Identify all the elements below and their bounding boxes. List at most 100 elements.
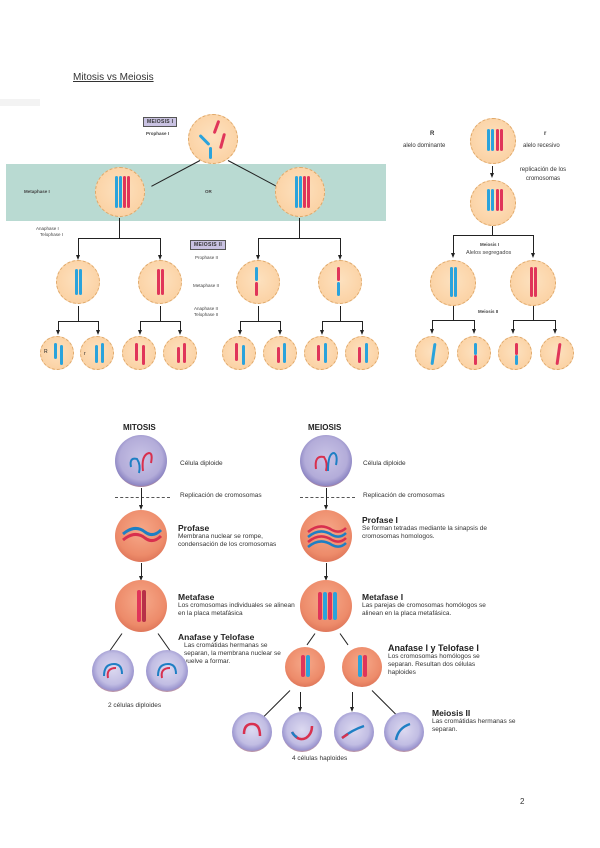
chromosome bbox=[255, 267, 258, 281]
arrow-down-icon bbox=[96, 330, 100, 335]
chromosome bbox=[317, 345, 320, 361]
meiosis-header: MEIOSIS bbox=[308, 423, 342, 432]
bracket-leg bbox=[58, 321, 59, 331]
gamete-cell bbox=[415, 336, 449, 370]
arrow-down-icon bbox=[430, 329, 434, 334]
chromosome bbox=[127, 176, 130, 208]
mitosis-diploid-label: Célula diploide bbox=[180, 460, 223, 467]
chromosome bbox=[430, 342, 437, 366]
chromosome bbox=[358, 347, 361, 363]
bracket-leg bbox=[340, 238, 341, 256]
arrow-line bbox=[492, 166, 493, 174]
chromosome bbox=[337, 267, 340, 281]
allele-r-dominant-symbol: R bbox=[430, 131, 435, 137]
chromosome-strands bbox=[314, 451, 338, 472]
haploid-gamete-cell bbox=[282, 712, 322, 752]
chromosome bbox=[487, 189, 490, 211]
recessive-allele-label: alelo recesivo bbox=[523, 143, 560, 149]
bracket-stem bbox=[258, 306, 259, 321]
arrow-down-icon bbox=[139, 576, 143, 581]
chromosome bbox=[198, 133, 211, 147]
chromosome bbox=[295, 176, 298, 208]
chromosome bbox=[363, 655, 367, 677]
step-description: Membrana nuclear se rompe, condensación … bbox=[178, 533, 277, 548]
arrow-down-icon bbox=[531, 253, 535, 258]
chromosome-strands bbox=[122, 527, 163, 543]
meiosis-i-label: Meiosis I bbox=[480, 242, 500, 247]
chromosome bbox=[487, 129, 490, 151]
chromosome bbox=[142, 590, 146, 622]
anaphase-ii-label: Anaphase II bbox=[194, 306, 219, 311]
step-title: Metafase I bbox=[362, 592, 404, 602]
bracket-bar bbox=[258, 238, 340, 239]
replication-label: replicación de los cromosomas bbox=[519, 167, 567, 182]
step-description: Se forman tetradas mediante la sinapsis … bbox=[362, 525, 488, 540]
allele-label: R bbox=[44, 349, 48, 355]
replicated-cell bbox=[470, 180, 516, 226]
gamete-cell bbox=[222, 336, 256, 370]
bracket-stem bbox=[340, 306, 341, 321]
meiosis-metaphase-i-cell bbox=[300, 580, 352, 632]
arrow-down-icon bbox=[278, 330, 282, 335]
chromosome bbox=[365, 343, 368, 363]
arrow-line bbox=[141, 563, 142, 577]
arrow-down-icon bbox=[324, 576, 328, 581]
anaphase-i-label: Anaphase I bbox=[36, 226, 59, 231]
chromosome bbox=[75, 269, 78, 295]
bracket-leg bbox=[140, 321, 141, 331]
bracket-leg bbox=[180, 321, 181, 331]
bracket-leg bbox=[362, 321, 363, 331]
mitosis-daughter-cell bbox=[146, 650, 188, 692]
bracket-bar bbox=[58, 321, 99, 322]
chromosome bbox=[491, 189, 494, 211]
chromosome bbox=[177, 347, 180, 363]
prophase-i-label: Prophase I bbox=[146, 131, 170, 136]
bracket-bar bbox=[432, 320, 474, 321]
gamete-cell bbox=[540, 336, 574, 370]
meiosis-haploid-cell bbox=[285, 647, 325, 687]
meiosis-metaphase-i-text: Metafase I Las parejas de cromosomas hom… bbox=[362, 592, 507, 618]
metaphase-i-cell-left bbox=[95, 167, 145, 217]
arrow-down-icon bbox=[490, 173, 494, 178]
chromosome bbox=[496, 129, 499, 151]
meiosis-replication-label: Replicación de cromosomas bbox=[363, 492, 445, 499]
mitosis-prophase-text: Profase Membrana nuclear se rompe, conde… bbox=[178, 523, 303, 549]
chromosome bbox=[450, 267, 453, 297]
telophase-ii-label: Telophase II bbox=[194, 312, 219, 317]
chromosome bbox=[328, 592, 332, 620]
chromosome bbox=[318, 592, 322, 620]
chromosome bbox=[115, 176, 118, 208]
chromosome bbox=[358, 655, 362, 677]
chromosome bbox=[530, 267, 533, 297]
haploid-gamete-cell bbox=[232, 712, 272, 752]
arrow-down-icon bbox=[238, 330, 242, 335]
chromosome bbox=[60, 345, 63, 365]
metaphase-ii-label: Metaphase II bbox=[193, 283, 220, 288]
chromosome bbox=[142, 345, 145, 365]
meiosis-i-tag: MEIOSIS I bbox=[143, 117, 178, 127]
chromosome bbox=[454, 267, 457, 297]
chromosome-strands bbox=[157, 662, 177, 679]
step-description: Las cromátidas hermanas se separan, la m… bbox=[184, 642, 281, 665]
chromosome-strands bbox=[394, 722, 411, 741]
bracket-stem bbox=[299, 218, 300, 238]
chromosome bbox=[183, 343, 186, 363]
prophase-i-cell bbox=[188, 114, 238, 164]
haploid-gamete-cell bbox=[334, 712, 374, 752]
meiosis-ii-text: Meiosis II Las cromátidas hermanas se se… bbox=[432, 708, 527, 734]
bracket-leg bbox=[240, 321, 241, 331]
arrow-down-icon bbox=[76, 255, 80, 260]
dominant-allele-label: alelo dominante bbox=[403, 143, 446, 149]
gamete-cell: r bbox=[80, 336, 114, 370]
arrow-down-icon bbox=[256, 255, 260, 260]
chromosome bbox=[474, 343, 477, 355]
mitosis-prophase-cell bbox=[115, 510, 167, 562]
arrow-line bbox=[306, 633, 316, 646]
prophase-ii-label: Prophase II bbox=[195, 255, 219, 260]
meiosis-diploid-cell bbox=[300, 435, 352, 487]
chromosome bbox=[79, 269, 82, 295]
step-title: Anafase I y Telofase I bbox=[388, 643, 479, 653]
chromosome bbox=[474, 355, 477, 365]
replication-divider bbox=[300, 497, 355, 498]
mitosis-header: MITOSIS bbox=[123, 423, 156, 432]
